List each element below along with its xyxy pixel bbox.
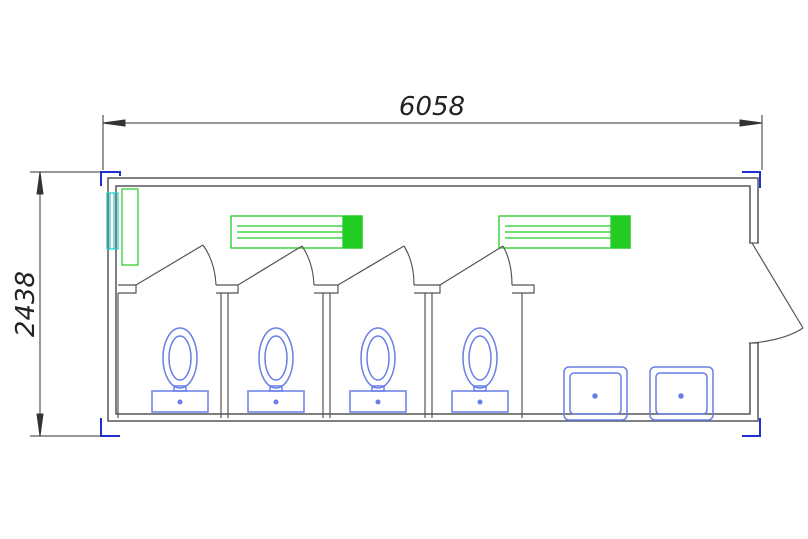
sink-icon: [649, 366, 714, 421]
stall-partitions: [117, 284, 535, 418]
corner-castings: [100, 171, 761, 437]
heater-icon: [230, 215, 363, 249]
stall-doors: [135, 244, 513, 286]
width-dimension-label: 2438: [11, 271, 41, 337]
corner-icon: [742, 418, 761, 437]
toilet-icon: [247, 327, 305, 413]
corner-icon: [100, 171, 121, 186]
corner-icon: [742, 171, 761, 188]
container-walls: [107, 177, 759, 422]
wall-panel: [121, 188, 139, 266]
heater-icon: [498, 215, 631, 249]
width-dimension: [30, 171, 110, 437]
corner-icon: [100, 418, 120, 437]
toilet-icon: [151, 327, 209, 413]
toilet-icon: [451, 327, 509, 413]
length-dimension: [102, 115, 763, 170]
sink-icon: [563, 366, 628, 421]
toilet-icon: [349, 327, 407, 413]
window-icon: [106, 192, 119, 250]
length-dimension-label: 6058: [399, 92, 465, 122]
door-opening: [749, 243, 759, 343]
entry-door: [749, 242, 804, 344]
